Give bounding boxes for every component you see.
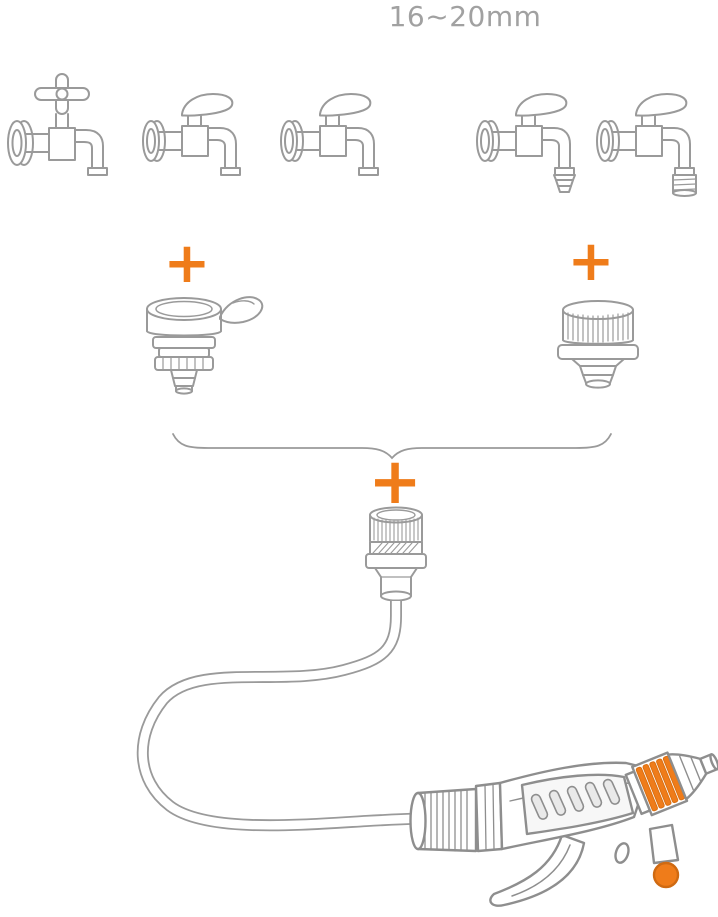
quick-connector-nub — [553, 174, 576, 193]
plus-icon: + — [163, 231, 211, 296]
inlet-connector — [409, 781, 504, 853]
size-range-label: 16~20mm — [388, 0, 542, 33]
quick-coupling-icon — [365, 506, 427, 602]
trigger-lever — [489, 833, 586, 907]
clamp-wing — [219, 296, 264, 324]
plus-icon: + — [368, 445, 422, 519]
threaded-adapter-nub — [672, 174, 697, 197]
knob-stem — [648, 823, 680, 865]
nozzle-rings — [635, 755, 686, 812]
faucet-with-quick-connector-icon — [474, 82, 576, 193]
plus-icon: + — [567, 229, 615, 294]
grip-panel — [520, 773, 635, 836]
faucet-with-threaded-adapter-icon — [594, 82, 697, 197]
threaded-tap-connector-icon — [557, 300, 639, 389]
trigger-lock-ring — [614, 842, 630, 864]
clamp-tap-connector-icon — [146, 296, 264, 395]
flow-knob — [652, 861, 680, 889]
brace-bracket-icon — [172, 433, 612, 460]
spray-gun-icon — [409, 751, 718, 907]
cross-handle-faucet-icon — [7, 73, 108, 176]
nozzle — [624, 751, 718, 817]
